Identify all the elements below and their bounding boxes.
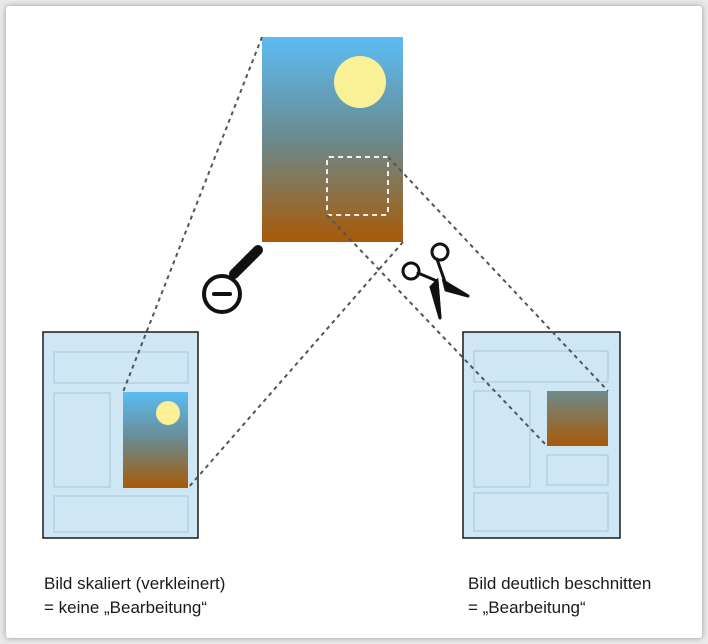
caption-scaled: Bild skaliert (verkleinert) = keine „Bea…: [44, 572, 225, 620]
placeholder-header-left: [53, 351, 189, 384]
projection-line-scale-bottom: [187, 241, 404, 489]
scissors-icon: [401, 242, 470, 320]
placeholder-column-left: [53, 392, 111, 488]
page-layout-scaled: [42, 331, 199, 539]
cropped-photo: [547, 391, 608, 446]
zoom-out-magnifier-icon: [202, 245, 263, 314]
source-photo-image: [262, 37, 403, 242]
page-layout-cropped: [462, 331, 621, 539]
source-photo: [262, 37, 403, 242]
projection-line-crop-bottom: [326, 214, 548, 447]
caption-cropped-line1: Bild deutlich beschnitten: [468, 574, 652, 593]
placeholder-column-right: [473, 390, 531, 488]
placeholder-header-right: [473, 350, 609, 383]
caption-cropped-line2: = „Bearbeitung“: [468, 598, 586, 617]
source-photo-sun: [334, 56, 386, 108]
placeholder-footer-left: [53, 495, 189, 533]
caption-scaled-line1: Bild skaliert (verkleinert): [44, 574, 226, 593]
caption-scaled-line2: = keine „Bearbeitung“: [44, 598, 208, 617]
scaled-photo-sun: [156, 401, 180, 425]
placeholder-footer-right: [473, 492, 609, 532]
scaled-photo: [123, 392, 188, 488]
crop-selection-box: [326, 156, 389, 216]
projection-line-crop-top: [387, 156, 609, 392]
projection-lines: [122, 36, 609, 489]
placeholder-box-right: [546, 454, 609, 486]
caption-cropped: Bild deutlich beschnitten = „Bearbeitung…: [468, 572, 651, 620]
